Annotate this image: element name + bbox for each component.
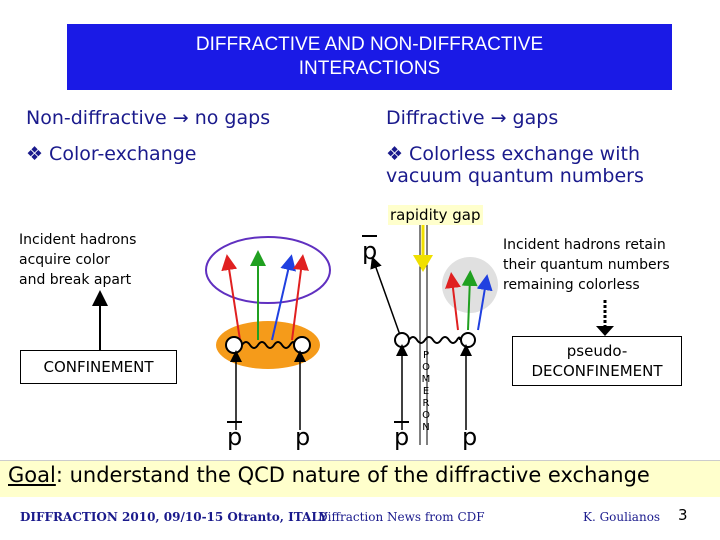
left-vertex-left <box>225 336 243 354</box>
footer-author: K. Goulianos <box>583 510 661 524</box>
left-gluon <box>241 341 295 349</box>
left-blue-arrow <box>271 254 296 341</box>
left-incident-line-1: Incident hadrons <box>19 232 137 248</box>
title-line-1: DIFFRACTIVE AND NON-DIFFRACTIVE <box>195 34 544 55</box>
deconfinement-arrow-head <box>596 326 614 336</box>
right-bullet-line-2: vacuum quantum numbers <box>386 165 644 187</box>
left-incident-line-2: acquire color <box>19 252 110 268</box>
pomeron-label: P O M E R O N <box>419 350 433 434</box>
left-heading: Non-diffractive → no gaps <box>26 107 271 129</box>
left-pbar-label: p <box>227 421 243 451</box>
left-p-label: p <box>295 423 311 451</box>
pomeron-letter: O <box>422 410 430 421</box>
left-bullet-text: Color-exchange <box>49 143 197 165</box>
right-vertex-left <box>394 332 410 348</box>
deconfinement-line-2: DECONFINEMENT <box>531 362 663 380</box>
pomeron-letter: P <box>422 350 430 361</box>
pomeron-letter: N <box>422 422 430 433</box>
right-vertex-right <box>460 332 476 348</box>
right-red-arrow <box>445 272 461 331</box>
pomeron-letter: R <box>422 398 430 409</box>
footer-conference: DIFFRACTION 2010, 09/10-15 Otranto, ITAL… <box>20 510 328 524</box>
right-blue-arrow <box>476 274 493 331</box>
title-box: DIFFRACTIVE AND NON-DIFFRACTIVE INTERACT… <box>67 24 672 90</box>
right-incident-line-3: remaining colorless <box>503 277 640 293</box>
right-bullet-line-1: Colorless exchange with <box>409 143 640 165</box>
pomeron-letter: O <box>422 362 430 373</box>
confinement-box: CONFINEMENT <box>20 350 177 384</box>
pomeron-letter: E <box>422 386 430 397</box>
right-pomeron-gluon <box>408 336 461 344</box>
confinement-label: CONFINEMENT <box>43 358 154 376</box>
title-line-2: INTERACTIONS <box>298 58 441 79</box>
left-incident-line-3: and break apart <box>19 272 132 288</box>
left-vertex-right <box>293 336 311 354</box>
page-number: 3 <box>678 506 688 524</box>
left-incident-text: Incident hadrons acquire color and break… <box>19 230 169 290</box>
right-pbar-top-text: p <box>362 235 378 265</box>
goal-description: : understand the QCD nature of the diffr… <box>55 463 650 487</box>
left-pbar-text: p <box>227 421 243 451</box>
left-red-arrow-2 <box>291 254 309 341</box>
right-bullet: ❖Colorless exchange with vacuum quantum … <box>386 143 644 187</box>
left-red-arrow <box>221 254 241 341</box>
right-green-arrow <box>461 270 478 331</box>
right-incident-text: Incident hadrons retain their quantum nu… <box>503 235 713 295</box>
left-outgoing-ellipse <box>205 236 331 304</box>
rapidity-gap-label: rapidity gap <box>388 205 483 225</box>
right-pbar-label: p <box>394 421 410 451</box>
left-bullet: ❖Color-exchange <box>26 143 196 165</box>
right-pbar-text: p <box>394 421 410 451</box>
right-p-label: p <box>462 423 478 451</box>
right-pbar-top-label: p <box>362 235 378 265</box>
right-incident-line-1: Incident hadrons retain <box>503 237 666 253</box>
goal-banner <box>0 460 720 497</box>
diamond-bullet-icon: ❖ <box>26 143 44 165</box>
deconfinement-line-1: pseudo- <box>566 342 628 360</box>
right-heading: Diffractive → gaps <box>386 107 559 129</box>
footer-talk-title: Diffraction News from CDF <box>318 510 485 524</box>
diamond-bullet-icon: ❖ <box>386 143 404 165</box>
right-incident-line-2: their quantum numbers <box>503 257 670 273</box>
right-outgoing-pbar-line <box>370 256 401 336</box>
pomeron-letter: M <box>421 374 431 385</box>
deconfinement-box: pseudo- DECONFINEMENT <box>512 336 682 386</box>
rapidity-gap-arrow-head <box>413 255 433 272</box>
goal-text: Goal: understand the QCD nature of the d… <box>8 463 650 487</box>
goal-label: Goal <box>8 463 56 487</box>
